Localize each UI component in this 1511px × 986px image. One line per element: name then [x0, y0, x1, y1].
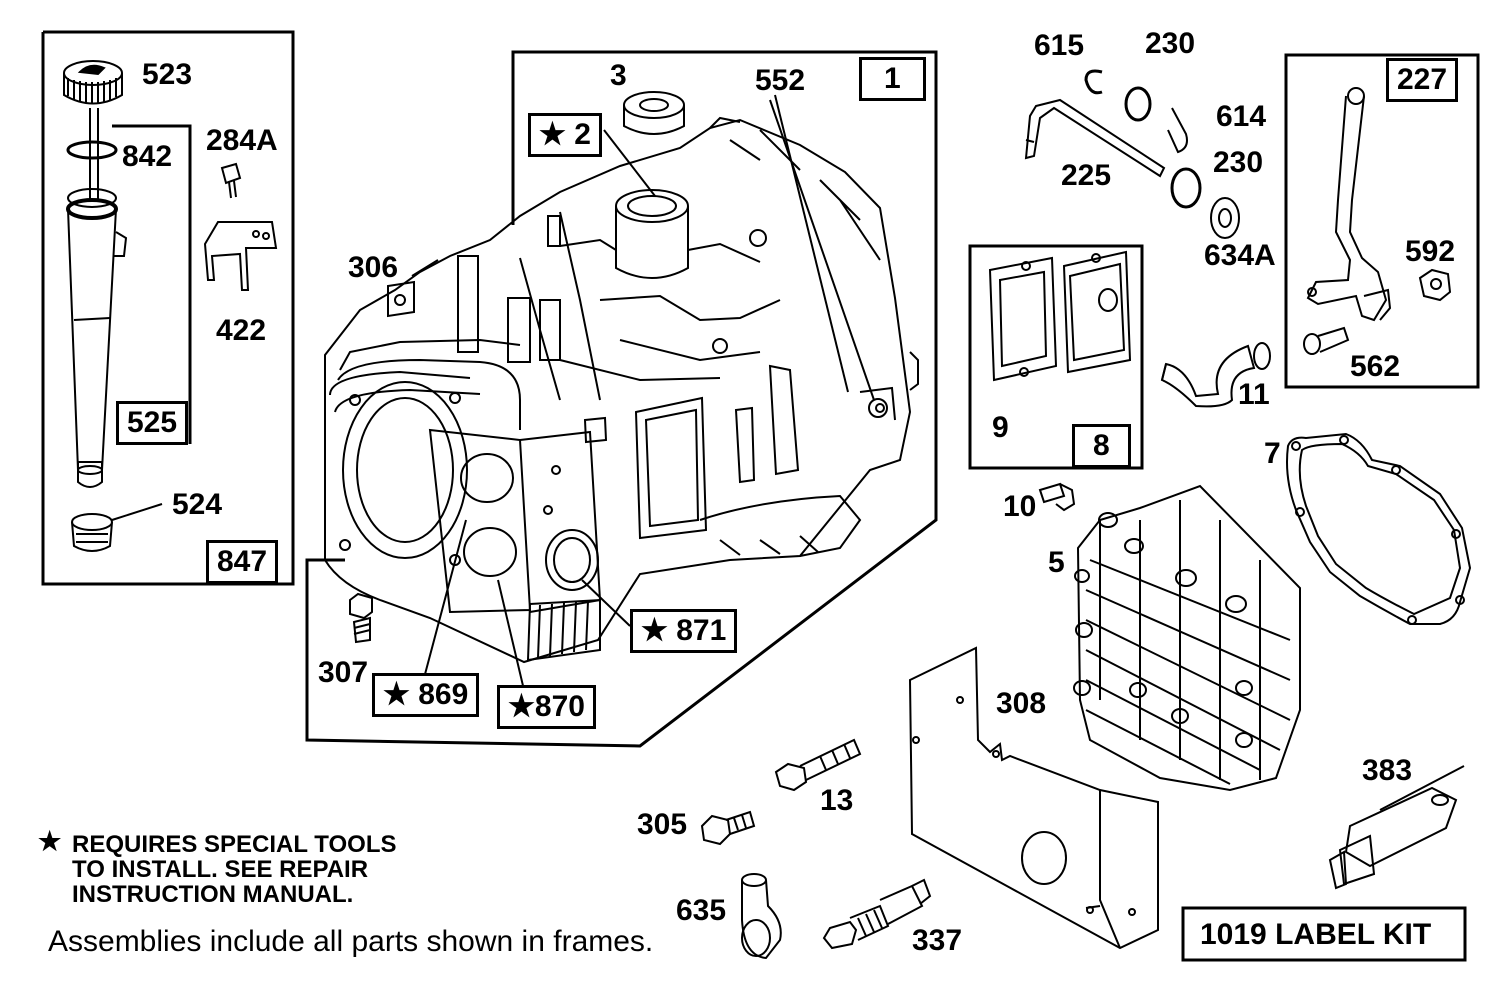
oil-seal-part: [623, 91, 685, 135]
part-label-614: 614: [1216, 100, 1267, 133]
frame-label-1: 1: [859, 57, 926, 101]
clip-615-part: [1084, 69, 1103, 95]
part-label-7: 7: [1264, 437, 1281, 470]
part-label-337: 337: [912, 924, 963, 957]
part-label-230-top: 230: [1145, 27, 1196, 60]
bolt-307-part: [349, 592, 373, 644]
part-383-drawing: [1328, 765, 1465, 890]
stud-13-part: [774, 738, 862, 792]
gasket-9-part: [988, 256, 1058, 382]
washer-230a-part: [1124, 86, 1152, 122]
part-label-562: 562: [1350, 350, 1401, 383]
part-label-869: ★ 869: [372, 673, 480, 717]
part-label-552: 552: [755, 64, 806, 97]
part-label-383: 383: [1362, 754, 1413, 787]
part-label-308: 308: [996, 687, 1047, 720]
part-label-307: 307: [318, 656, 369, 689]
part-label-592: 592: [1405, 235, 1456, 268]
frame-1-outline: [305, 50, 938, 748]
frame-label-227: 227: [1386, 58, 1459, 102]
bracket-422-part: [203, 221, 278, 291]
seal-634a-part: [1210, 197, 1240, 239]
part-label-306: 306: [348, 251, 399, 284]
oil-plug-part: [71, 513, 113, 552]
cylinder-head-5-part: [1073, 484, 1301, 792]
part-label-230-bottom: 230: [1213, 146, 1264, 179]
cylinder-block-part: [324, 116, 919, 664]
part-label-871: ★ 871: [630, 609, 738, 653]
frame-8-outline: [968, 244, 1144, 470]
governor-lever-227-part: [1306, 87, 1392, 322]
bolt-305-part: [700, 810, 756, 846]
part-label-3: 3: [610, 59, 627, 92]
label-kit-text: 1019 LABEL KIT: [1200, 918, 1432, 951]
heat-shield-308-part: [908, 646, 1159, 950]
nut-592-part: [1418, 268, 1452, 302]
o-ring-part: [66, 140, 118, 160]
assemblies-note: Assemblies include all parts shown in fr…: [48, 925, 654, 958]
label-kit-frame: [1181, 906, 1467, 962]
note-line-2: TO INSTALL. SEE REPAIR: [72, 856, 369, 883]
part-label-9: 9: [992, 411, 1009, 444]
part-label-284a: 284A: [206, 124, 278, 157]
spark-plug-337-part: [822, 878, 932, 950]
part-label-634a: 634A: [1204, 239, 1276, 272]
part-label-842: 842: [122, 140, 173, 173]
frame-847-outline: [41, 30, 295, 586]
elbow-635-part: [741, 873, 782, 960]
washer-230b-part: [1170, 167, 1202, 209]
part-label-225: 225: [1061, 159, 1112, 192]
part-label-11: 11: [1238, 378, 1270, 411]
frame-227-outline: [1284, 53, 1480, 389]
part-label-305: 305: [637, 808, 688, 841]
dipstick-cap-part: [63, 60, 123, 105]
head-gasket-7-part: [1286, 432, 1472, 625]
screw-562-part: [1303, 326, 1350, 355]
part-label-870: ★870: [497, 685, 596, 729]
bolt-10-part: [1038, 482, 1076, 512]
part-label-422: 422: [216, 314, 267, 347]
part-label-5: 5: [1048, 546, 1065, 579]
breather-tube-11-part: [1160, 342, 1271, 408]
frame-label-847: 847: [206, 540, 279, 584]
note-line-3: INSTRUCTION MANUAL.: [72, 881, 354, 908]
bolt-284a-part: [220, 162, 242, 199]
part-label-524: 524: [172, 488, 223, 521]
frame-525-outline: [112, 124, 192, 444]
governor-shaft-225-part: [1024, 98, 1166, 178]
part-label-13: 13: [820, 784, 854, 817]
pin-614-part: [1167, 107, 1188, 154]
breather-8-part: [1062, 250, 1132, 374]
star-symbol: ★: [38, 826, 62, 856]
dipstick-tube-part: [66, 188, 128, 488]
part-label-10: 10: [1003, 490, 1037, 523]
part-label-615: 615: [1034, 29, 1085, 62]
frame-label-8: 8: [1072, 424, 1131, 468]
part-label-2: ★ 2: [528, 113, 602, 157]
note-line-1: REQUIRES SPECIAL TOOLS: [72, 831, 397, 858]
part-label-523: 523: [142, 58, 193, 91]
frame-label-525: 525: [116, 401, 189, 445]
part-label-635: 635: [676, 894, 727, 927]
